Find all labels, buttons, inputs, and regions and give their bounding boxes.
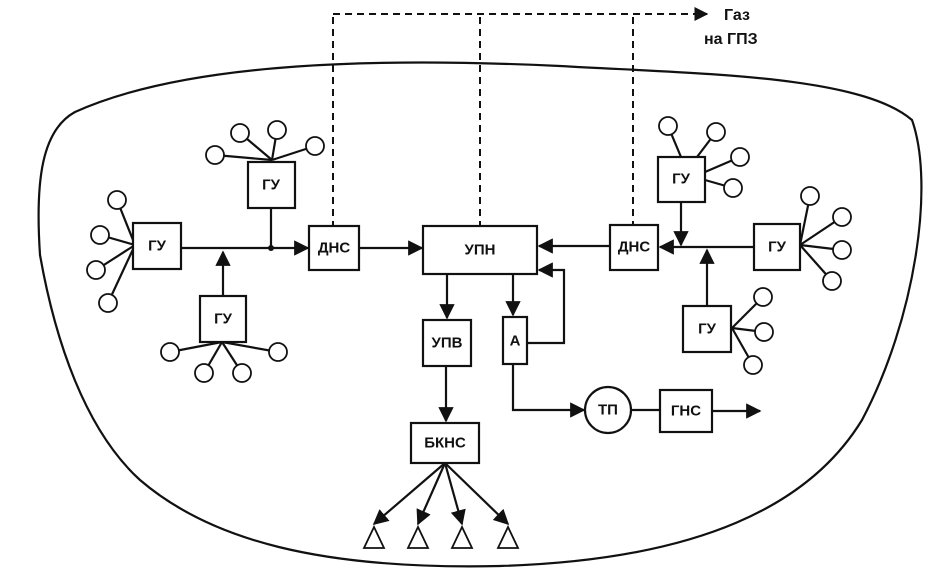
a-recycle-loop [527,262,566,345]
svg-text:А: А [510,333,521,350]
svg-text:ДНС: ДНС [318,240,351,257]
svg-text:ГУ: ГУ [148,238,167,255]
gu-box-right-bottom: ГУ [681,304,733,354]
svg-text:ГНС: ГНС [671,403,701,420]
gu-box-left: ГУ [131,221,183,271]
gns-box: ГНС [658,388,714,434]
svg-text:ГУ: ГУ [262,177,281,194]
a-to-tp [511,364,586,418]
upv-box: УПВ [421,318,473,368]
svg-text:ДНС: ДНС [618,239,651,256]
bkns-box: БКНС [409,421,481,465]
gas-note-line1: Газ [724,7,750,24]
svg-text:УПН: УПН [465,242,496,259]
oilfield-boundary [37,61,923,568]
gas-lines [332,7,709,228]
gu-box-right-top: ГУ [656,155,707,204]
svg-text:ТП: ТП [598,402,618,419]
svg-text:ГУ: ГУ [214,311,233,328]
svg-text:УПВ: УПВ [432,335,463,352]
left-collector-lines [181,208,310,296]
gu-right-top-wells [658,116,750,198]
injection-wells [362,462,520,549]
right-collector-lines [658,202,753,306]
gu-bottom-wells [160,340,288,383]
gu-box-bottom-left: ГУ [198,294,248,344]
gu-left-wells [86,190,137,313]
svg-text:ГУ: ГУ [698,321,717,338]
gu-box-right-mid: ГУ [752,222,802,272]
gu-right-mid-wells [798,186,852,291]
dns-box-right: ДНС [608,223,660,272]
gu-top-wells [205,120,325,165]
upn-box: УПН [421,224,539,276]
svg-text:БКНС: БКНС [424,435,466,452]
svg-text:ГУ: ГУ [672,171,691,188]
svg-text:ГУ: ГУ [768,239,787,256]
dns-box-left: ДНС [307,224,361,272]
tp-circle: ТП [583,385,633,435]
a-box: А [501,315,529,366]
gu-right-bottom-wells [731,287,774,375]
gas-note-line2: на ГПЗ [704,31,758,48]
gu-box-top: ГУ [246,160,297,210]
